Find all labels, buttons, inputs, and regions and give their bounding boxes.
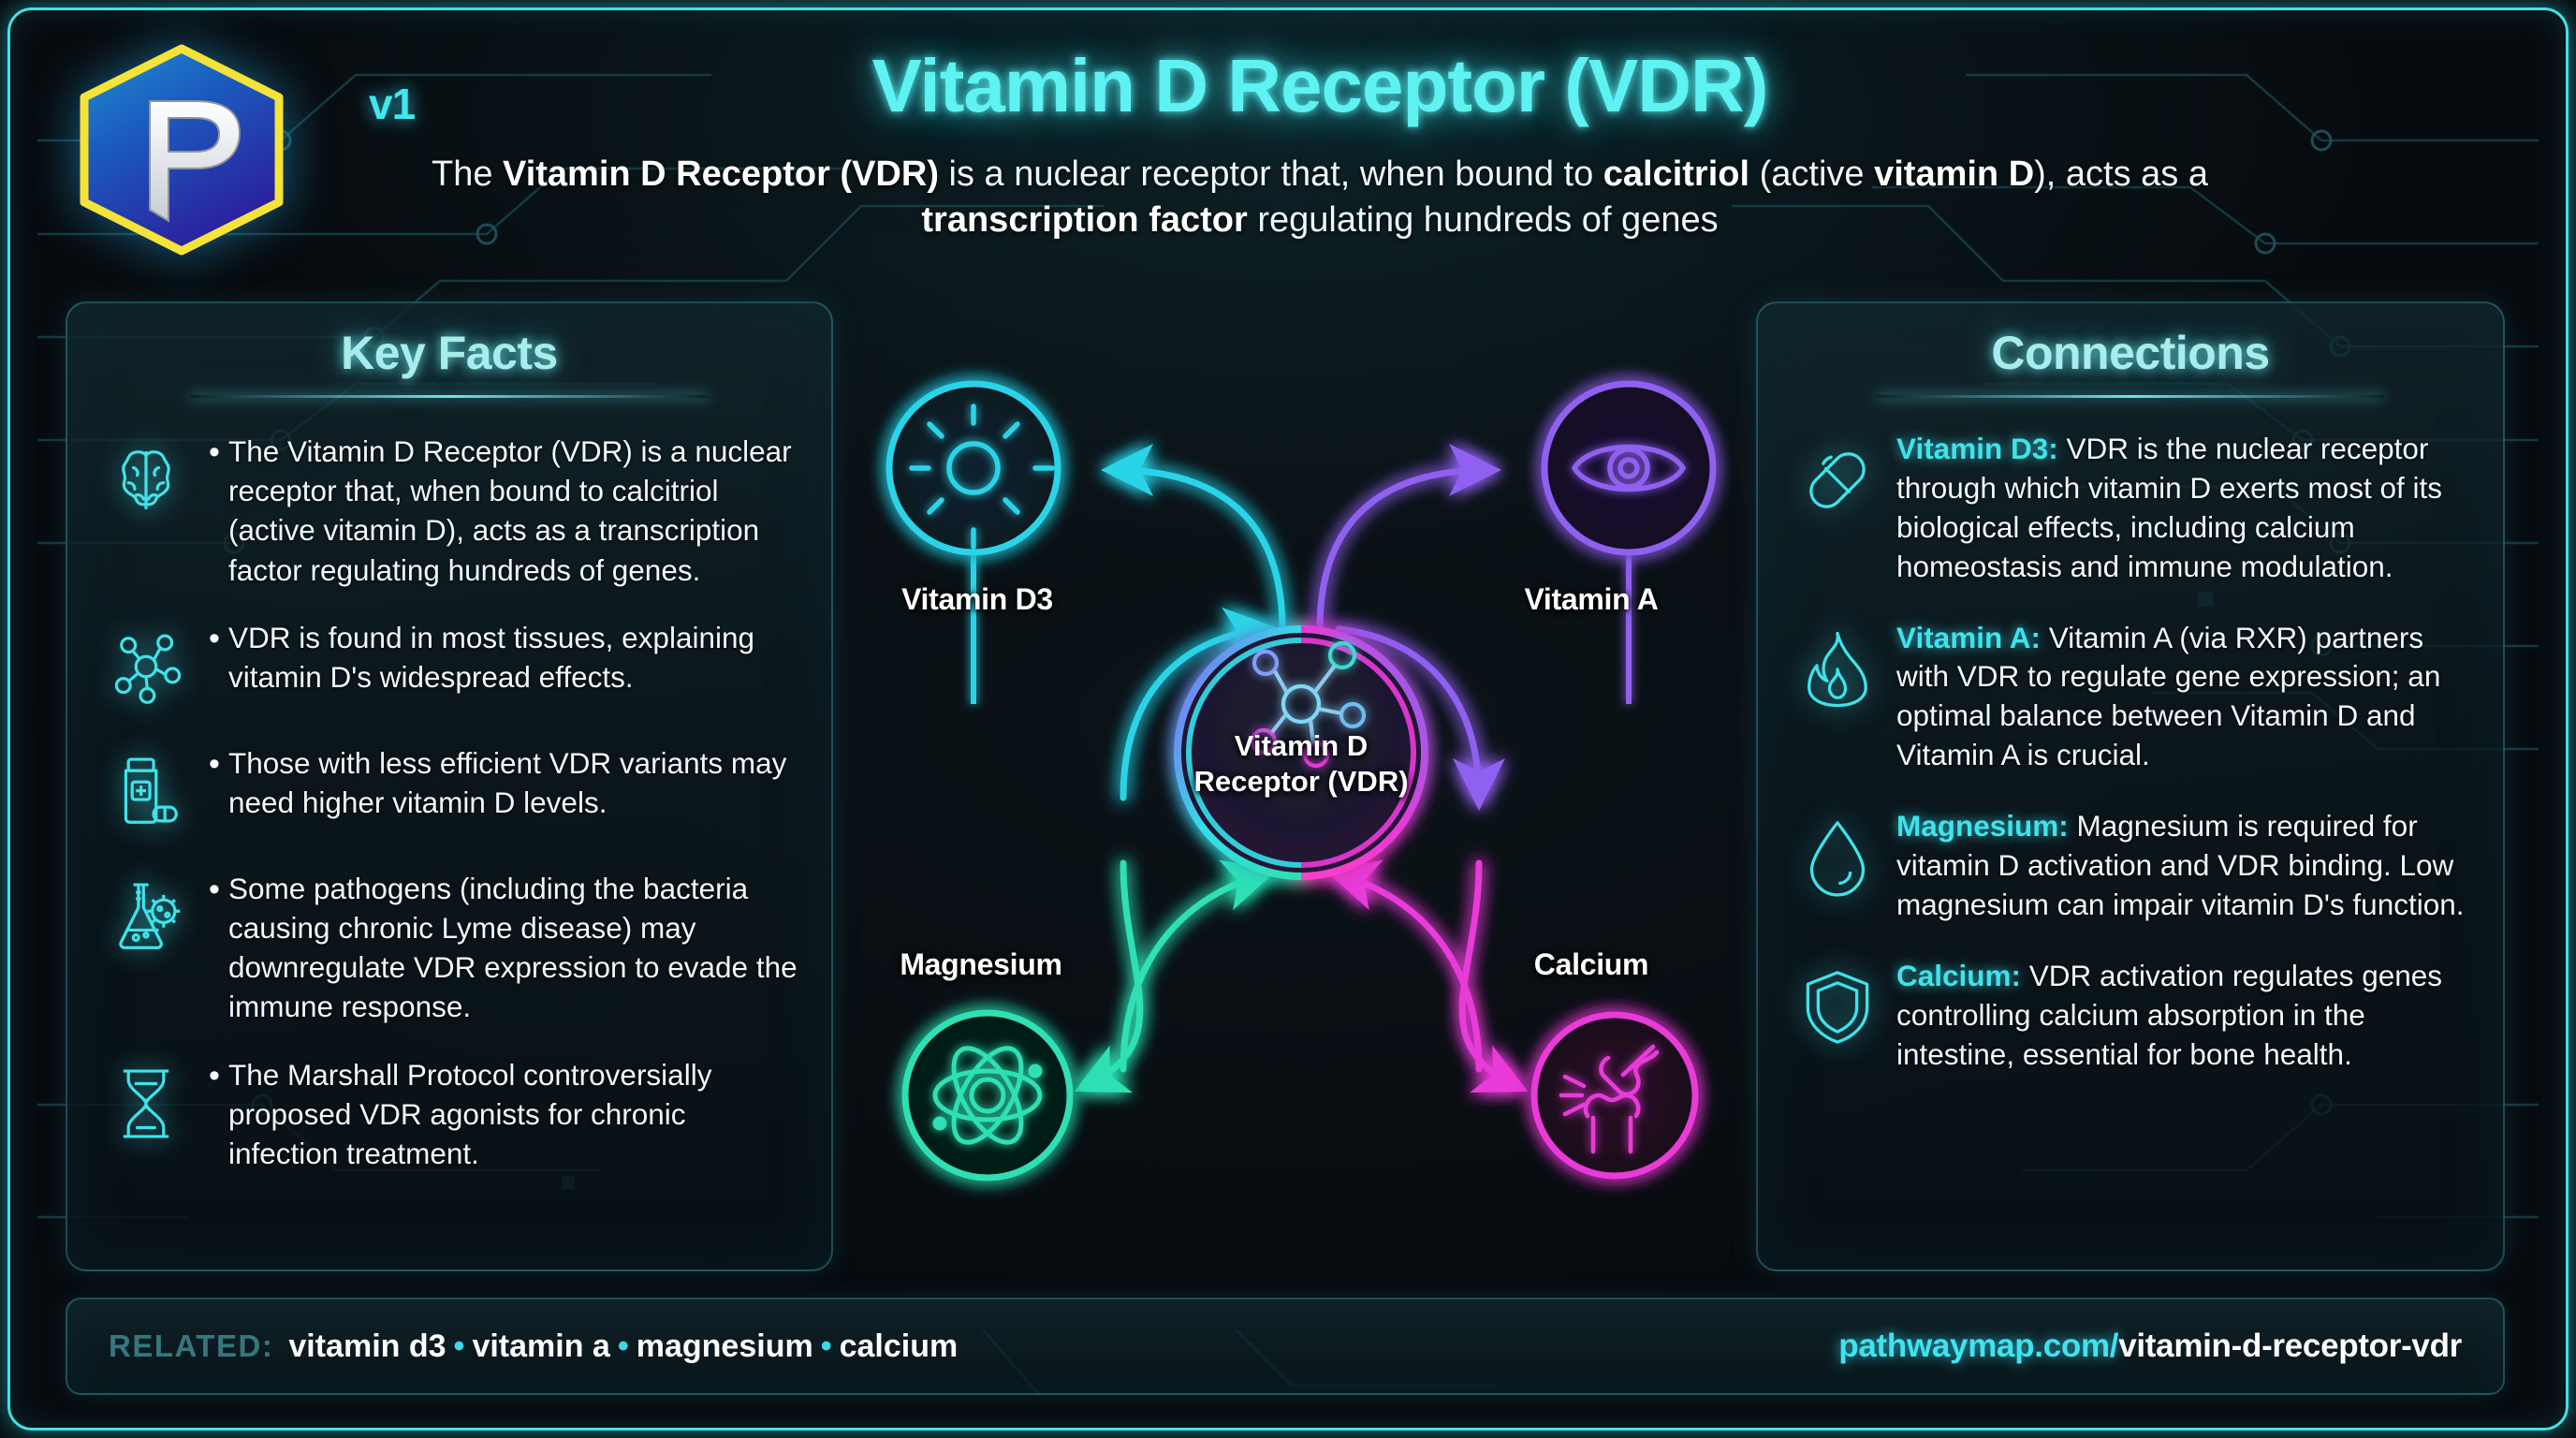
bullet: • <box>209 745 220 782</box>
list-item[interactable]: Magnesium: Magnesium is required for vit… <box>1778 807 2475 925</box>
pathway-diagram: Vitamin D3 Vitamin A Magnesium Calcium V… <box>842 301 1760 1271</box>
fact-text: VDR is found in most tissues, explaining… <box>228 620 755 695</box>
connection-label: Magnesium: <box>1896 809 2069 844</box>
url-domain: pathwaymap.com/ <box>1838 1328 2119 1364</box>
version-badge: v1 <box>369 80 416 128</box>
brain-icon <box>92 432 200 529</box>
shield-icon <box>1778 957 1896 1058</box>
connection-text: Magnesium: Magnesium is required for vit… <box>1896 807 2475 925</box>
list-item[interactable]: Vitamin A: Vitamin A (via RXR) partners … <box>1778 619 2475 776</box>
sun-icon <box>909 404 1055 550</box>
related-label: RELATED: <box>109 1328 274 1363</box>
connection-label: Vitamin D3: <box>1896 432 2058 465</box>
tag-separator: • <box>453 1328 465 1364</box>
key-facts-panel: Key Facts • The Vitamin D Receptor (VDR)… <box>66 301 833 1271</box>
connection-label: Calcium: <box>1896 958 2022 992</box>
connection-text: Vitamin D3: VDR is the nuclear receptor … <box>1896 430 2475 587</box>
page-url[interactable]: pathwaymap.com/vitamin-d-receptor-vdr <box>1838 1328 2462 1365</box>
pill-bottle-icon <box>92 743 200 841</box>
connections-panel: Connections Vitamin D3: VDR is the nucle… <box>1756 301 2505 1271</box>
tag-separator: • <box>820 1328 832 1364</box>
bone-joint-icon <box>1559 1044 1660 1154</box>
bullet: • <box>209 1057 220 1093</box>
list-item: • The Vitamin D Receptor (VDR) is a nucl… <box>92 432 799 590</box>
list-item: • The Marshall Protocol controversially … <box>92 1055 799 1174</box>
molecule-icon <box>1250 640 1367 769</box>
node-magnesium <box>901 1009 1074 1181</box>
molecule-icon <box>92 618 200 715</box>
connections-heading: Connections <box>1991 327 2270 379</box>
connection-text: Calcium: VDR activation regulates genes … <box>1896 957 2475 1075</box>
list-item: • VDR is found in most tissues, explaini… <box>92 618 799 715</box>
flask-bacteria-icon <box>92 869 200 966</box>
brand-logo[interactable]: v1 <box>58 34 416 268</box>
fact-text: The Vitamin D Receptor (VDR) is a nuclea… <box>228 434 792 587</box>
atom-icon <box>932 1046 1043 1145</box>
related-tags[interactable]: vitamin d3•vitamin a•magnesium•calcium <box>288 1328 958 1365</box>
related-tag[interactable]: calcium <box>839 1328 959 1364</box>
bullet: • <box>209 620 220 656</box>
key-facts-list: • The Vitamin D Receptor (VDR) is a nucl… <box>67 432 831 1173</box>
fact-text: Some pathogens (including the bacteria c… <box>228 871 798 1024</box>
fact-text: Those with less efficient VDR variants m… <box>228 745 787 820</box>
key-facts-divider <box>189 395 710 398</box>
connection-body: Magnesium is required for vitamin D acti… <box>1896 809 2465 921</box>
related-section: RELATED: vitamin d3•vitamin a•magnesium•… <box>109 1328 958 1365</box>
flame-icon <box>1778 619 1896 720</box>
related-tag[interactable]: vitamin d3 <box>288 1328 446 1364</box>
key-facts-heading: Key Facts <box>341 327 558 379</box>
related-tag[interactable]: magnesium <box>636 1328 813 1364</box>
url-path: vitamin-d-receptor-vdr <box>2118 1328 2462 1364</box>
connection-text: Vitamin A: Vitamin A (via RXR) partners … <box>1896 619 2475 776</box>
connection-body: Vitamin A (via RXR) partners with VDR to… <box>1896 620 2441 772</box>
list-item: • Those with less efficient VDR variants… <box>92 743 799 841</box>
tag-separator: • <box>617 1328 629 1364</box>
related-tag[interactable]: vitamin a <box>472 1328 610 1364</box>
connection-label: Vitamin A: <box>1896 620 2042 654</box>
node-calcium <box>1530 1011 1699 1180</box>
droplet-icon <box>1778 807 1896 908</box>
fact-text: The Marshall Protocol controversially pr… <box>228 1057 712 1171</box>
capsule-icon <box>1778 430 1896 531</box>
node-vitamin-a <box>1541 380 1717 556</box>
hourglass-icon <box>92 1055 200 1152</box>
connections-divider <box>1877 395 2384 398</box>
page-title: Vitamin D Receptor (VDR) <box>871 44 1769 127</box>
footer: RELATED: vitamin d3•vitamin a•magnesium•… <box>66 1298 2505 1395</box>
connection-body: VDR activation regulates genes controlli… <box>1896 958 2443 1071</box>
node-center-vdr <box>1174 625 1428 880</box>
header: v1 Vitamin D Receptor (VDR) The Vitamin … <box>0 0 2576 290</box>
eye-icon <box>1571 444 1687 492</box>
diagram-svg <box>886 380 1717 1181</box>
bullet: • <box>209 434 220 470</box>
connections-list: Vitamin D3: VDR is the nuclear receptor … <box>1758 430 2503 1074</box>
hexagon-logo-icon <box>80 44 284 256</box>
list-item: • Some pathogens (including the bacteria… <box>92 869 799 1027</box>
connection-body: VDR is the nuclear receptor through whic… <box>1896 432 2442 583</box>
page-subtitle: The Vitamin D Receptor (VDR) is a nuclea… <box>432 154 2208 240</box>
bullet: • <box>209 871 220 907</box>
list-item[interactable]: Vitamin D3: VDR is the nuclear receptor … <box>1778 430 2475 587</box>
list-item[interactable]: Calcium: VDR activation regulates genes … <box>1778 957 2475 1075</box>
